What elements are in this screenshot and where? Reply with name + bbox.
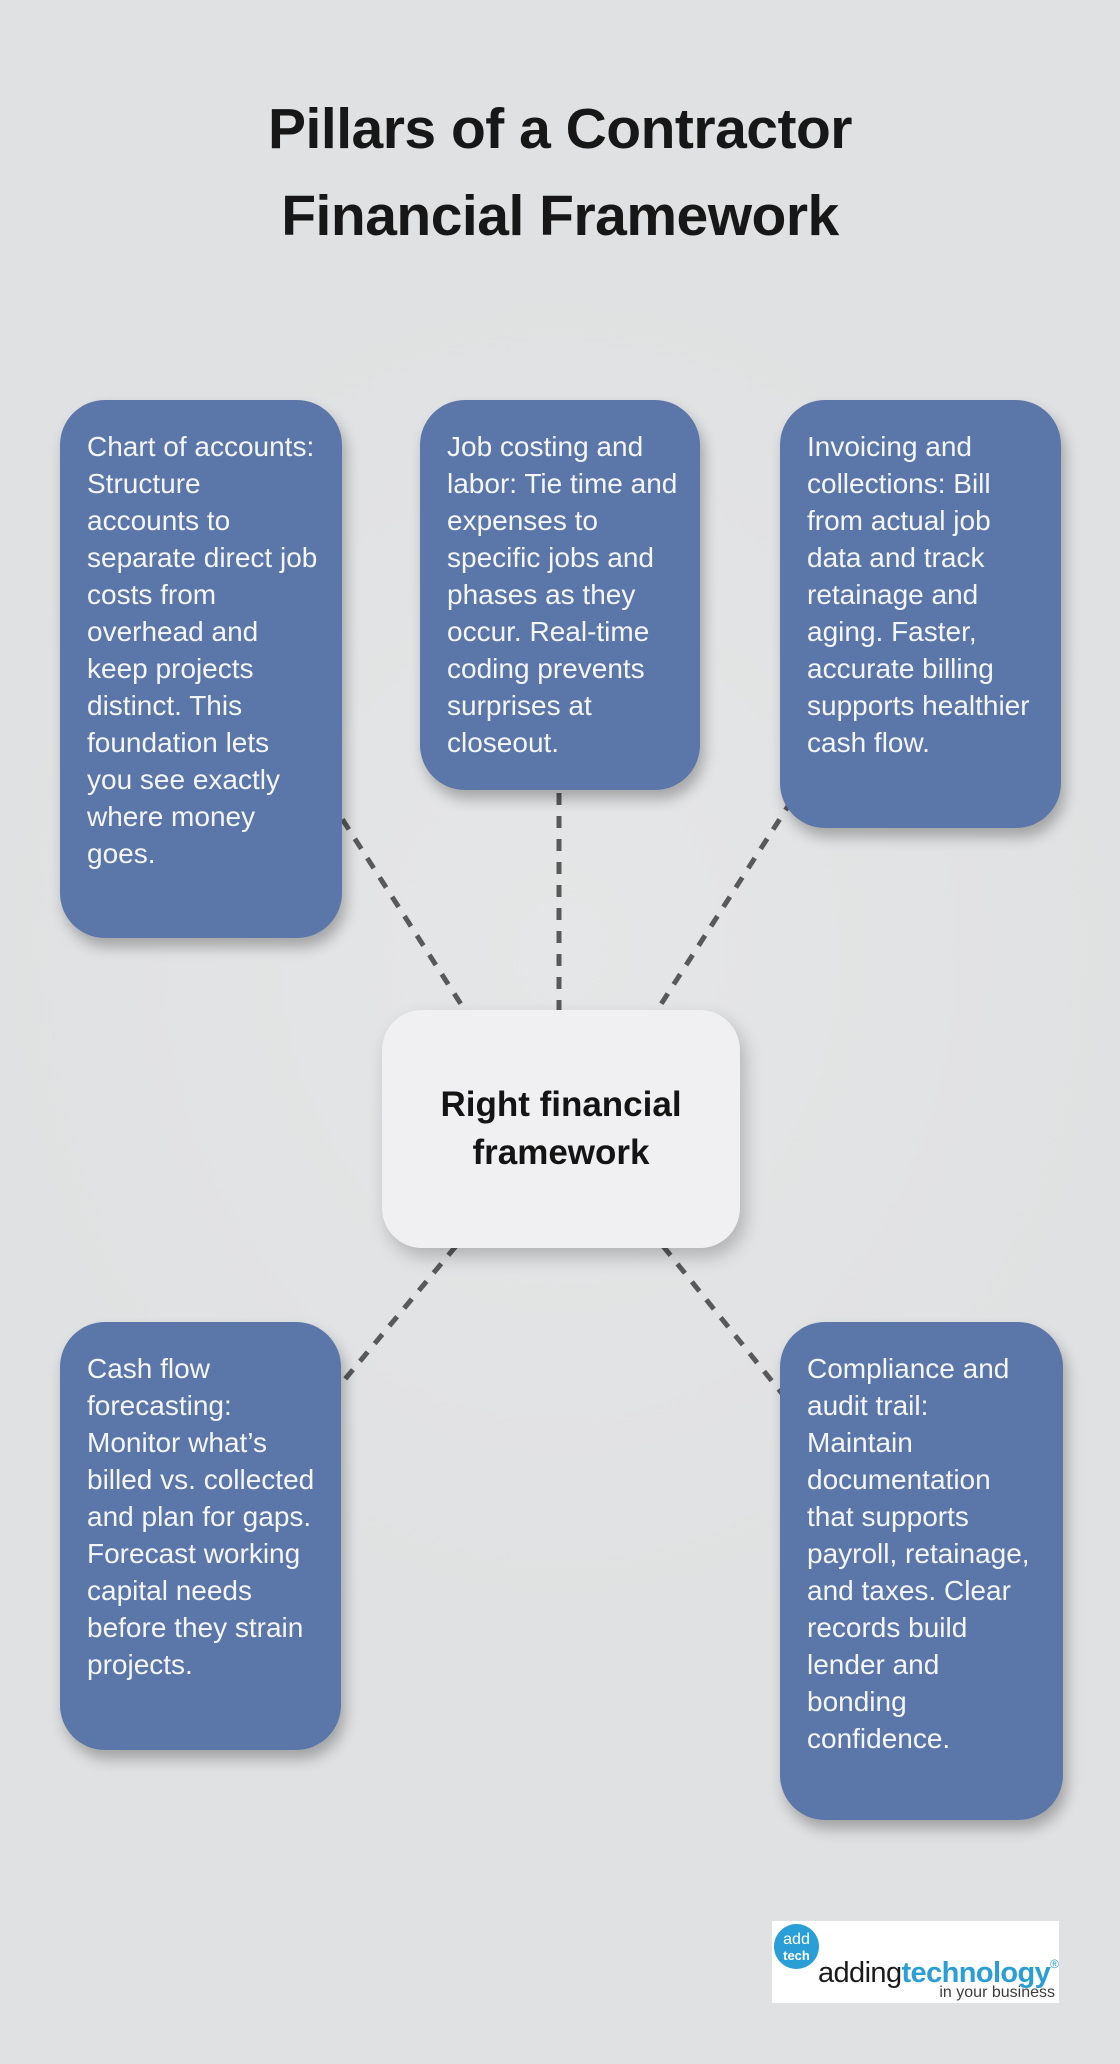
brand-logo: add tech addingtechnology® in your busin… bbox=[772, 1921, 1059, 2003]
page-title-line2: Financial Framework bbox=[281, 184, 839, 248]
badge-tech-text: tech bbox=[783, 1947, 810, 1963]
brand-technology: technology bbox=[901, 1957, 1051, 1989]
pillar-job-costing-and-labor: Job costing and labor: Tie time and expe… bbox=[420, 400, 700, 790]
registered-mark-icon: ® bbox=[1050, 1957, 1059, 1971]
addtech-badge-icon: add tech bbox=[774, 1924, 819, 1969]
brand-tagline: in your business bbox=[939, 1984, 1055, 2001]
pillar-compliance-and-audit-trail: Compliance and audit trail: Maintain doc… bbox=[780, 1322, 1063, 1820]
connector-invoicing bbox=[653, 798, 795, 1014]
pillar-compliance-text: Compliance and audit trail: Maintain doc… bbox=[807, 1353, 1030, 1754]
center-node: Right financial framework bbox=[382, 1010, 740, 1248]
pillar-cash-flow-text: Cash flow forecasting: Monitor what’s bi… bbox=[87, 1353, 315, 1680]
pillar-chart-of-accounts-text: Chart of accounts: Structure accounts to… bbox=[87, 431, 318, 869]
pillar-job-costing-text: Job costing and labor: Tie time and expe… bbox=[447, 431, 678, 758]
page-title-line1: Pillars of a Contractor bbox=[268, 97, 852, 161]
badge-add-text: add bbox=[783, 1930, 810, 1948]
brand-adding: adding bbox=[818, 1957, 902, 1989]
pillar-cash-flow-forecasting: Cash flow forecasting: Monitor what’s bi… bbox=[60, 1322, 341, 1750]
connector-chart-of-accounts bbox=[327, 798, 469, 1014]
pillar-invoicing-and-collections: Invoicing and collections: Bill from act… bbox=[780, 400, 1061, 828]
connector-compliance bbox=[661, 1244, 786, 1398]
brand-wordmark: addingtechnology® bbox=[818, 1957, 1059, 1989]
page-title: Pillars of a Contractor Financial Framew… bbox=[0, 86, 1120, 260]
pillar-invoicing-text: Invoicing and collections: Bill from act… bbox=[807, 431, 1030, 758]
connector-cash-flow bbox=[334, 1244, 458, 1392]
center-node-label: Right financial framework bbox=[440, 1085, 682, 1172]
pillar-chart-of-accounts: Chart of accounts: Structure accounts to… bbox=[60, 400, 342, 938]
